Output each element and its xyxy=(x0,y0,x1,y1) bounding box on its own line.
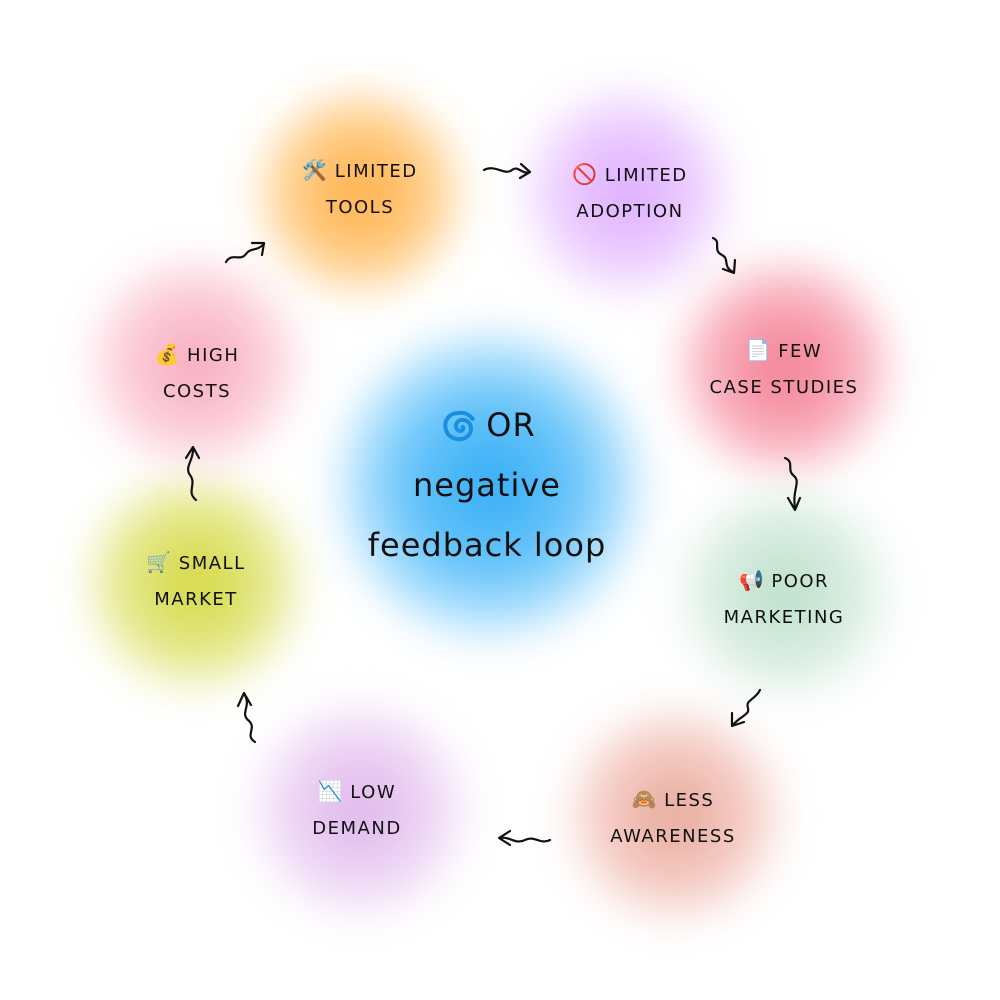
node-label-line1: LIMITED xyxy=(334,161,418,182)
node-label-line1: POOR xyxy=(771,571,830,592)
node-poor-marketing: 📢POOR MARKETING xyxy=(724,562,845,636)
node-label-line2: CASE STUDIES xyxy=(709,377,859,398)
node-bubble-poor-marketing xyxy=(670,485,900,700)
node-label-line2: TOOLS xyxy=(325,197,395,218)
node-label-line2: ADOPTION xyxy=(576,201,684,222)
node-label-line1: HIGH xyxy=(187,345,240,366)
chart-decreasing-icon: 📉 xyxy=(317,779,345,803)
node-low-demand: 📉LOW DEMAND xyxy=(312,773,401,847)
node-label-line2: AWARENESS xyxy=(610,826,736,847)
node-high-costs: 💰HIGH COSTS xyxy=(155,336,240,410)
node-label-line2: DEMAND xyxy=(312,818,402,839)
node-bubble-less-awareness xyxy=(560,705,790,925)
node-label-line2: MARKETING xyxy=(723,607,845,628)
arrow-low-demand-to-small-market xyxy=(236,691,257,744)
node-label-line1: SMALL xyxy=(178,553,246,574)
arrow-small-market-to-high-costs xyxy=(184,445,201,502)
prohibited-icon: 🚫 xyxy=(572,162,599,186)
megaphone-icon: 📢 xyxy=(738,568,766,592)
center-label-line3: feedback loop xyxy=(367,526,607,564)
node-few-case-studies: 📄FEW CASE STUDIES xyxy=(710,332,859,406)
node-bubble-limited-adoption xyxy=(515,85,740,300)
node-label-line2: MARKET xyxy=(154,589,238,610)
node-label-line1: LOW xyxy=(350,782,397,803)
arrow-high-costs-to-limited-tools xyxy=(224,241,266,264)
hammer-wrench-icon: 🛠️ xyxy=(302,158,329,182)
center-bubble xyxy=(335,330,645,640)
center-label-line1: OR xyxy=(486,406,536,444)
document-icon: 📄 xyxy=(745,338,773,362)
arrow-awareness-to-low-demand xyxy=(497,829,552,847)
arrow-case-studies-to-marketing xyxy=(783,456,802,512)
node-bubble-limited-tools xyxy=(250,85,470,300)
cyclone-icon xyxy=(442,410,475,442)
arrow-adoption-to-case-studies xyxy=(711,236,737,275)
money-bag-icon: 💰 xyxy=(154,342,182,366)
node-limited-tools: 🛠️LIMITED TOOLS xyxy=(302,152,417,226)
node-label-line1: FEW xyxy=(778,341,823,362)
node-bubble-small-market xyxy=(80,470,310,695)
arrow-tools-to-adoption xyxy=(482,162,532,180)
node-limited-adoption: 🚫LIMITED ADOPTION xyxy=(572,156,687,230)
node-bubble-low-demand xyxy=(245,700,475,920)
center-label-line2: negative xyxy=(413,466,561,504)
node-label-line1: LIMITED xyxy=(604,165,688,186)
node-less-awareness: 🙈LESS AWARENESS xyxy=(610,781,736,855)
node-small-market: 🛒SMALL MARKET xyxy=(146,544,245,618)
see-no-evil-monkey-icon: 🙈 xyxy=(631,787,659,811)
arrow-marketing-to-awareness xyxy=(730,688,762,728)
node-bubble-few-case-studies xyxy=(670,255,900,480)
center-label: OR negative feedback loop xyxy=(368,395,607,575)
shopping-cart-icon: 🛒 xyxy=(146,550,173,574)
node-label-line1: LESS xyxy=(664,790,715,811)
node-bubble-high-costs xyxy=(80,255,310,470)
node-label-line2: COSTS xyxy=(162,381,232,402)
